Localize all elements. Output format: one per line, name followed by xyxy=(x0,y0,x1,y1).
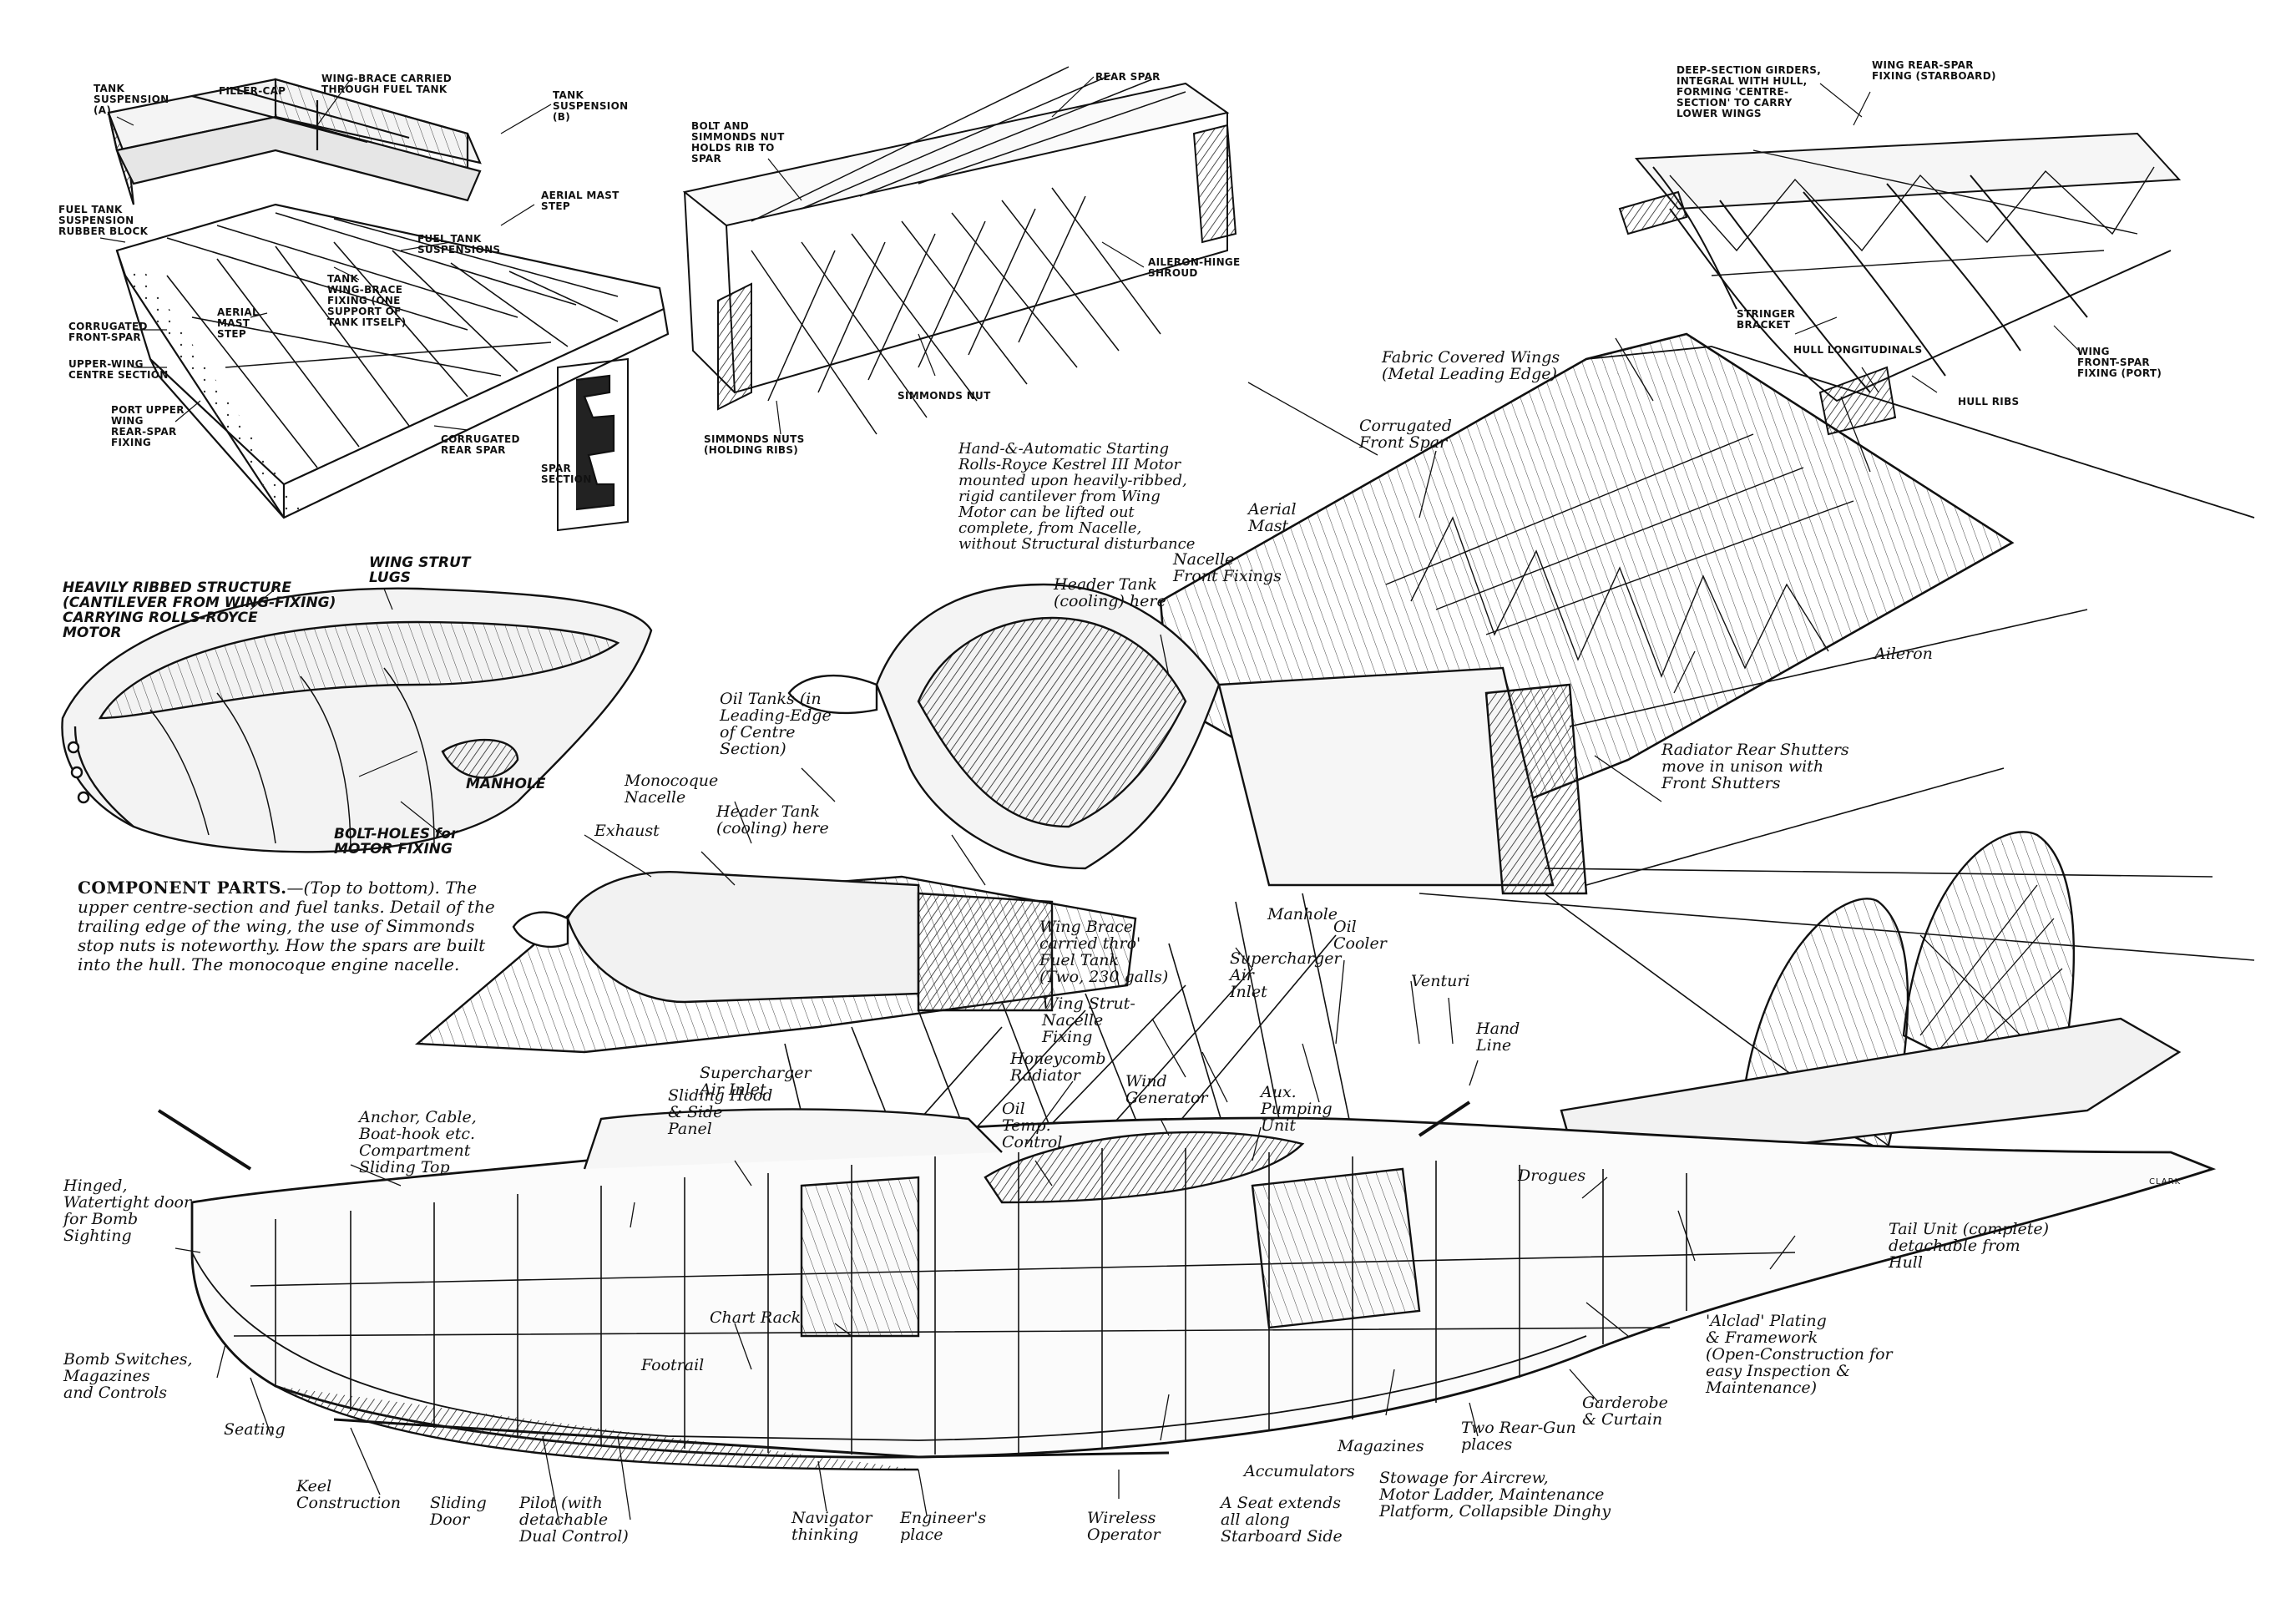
caption-text: —(Top to bottom). The upper centre-secti… xyxy=(78,878,495,974)
label-footrail: Footrail xyxy=(641,1356,705,1374)
label-oil-temp: Oil Temp. Control xyxy=(1002,1100,1063,1151)
caption-heading: COMPONENT PARTS. xyxy=(78,878,287,898)
nacelle-illustration xyxy=(61,587,653,853)
label-keel: Keel Construction xyxy=(296,1477,401,1512)
label-corrugated-rear-spar: CORRUGATED REAR SPAR xyxy=(441,433,520,456)
label-bolt-simmonds: BOLT AND SIMMONDS NUT HOLDS RIB TO SPAR xyxy=(691,120,785,164)
label-alclad: 'Alclad' Plating & Framework (Open-Const… xyxy=(1706,1312,1893,1397)
label-simmonds-nuts-ribs: SIMMONDS NUTS (HOLDING RIBS) xyxy=(704,433,805,456)
label-aux-pumping: Aux. Pumping Unit xyxy=(1261,1083,1333,1135)
artist-signature: CLARK xyxy=(2149,1177,2182,1187)
label-corrugated-front-spar-top: CORRUGATED FRONT-SPAR xyxy=(68,321,148,343)
label-fuel-tank-suspensions: FUEL TANK SUSPENSIONS xyxy=(417,233,501,256)
label-rear-spar: REAR SPAR xyxy=(1095,71,1161,83)
label-heavily-ribbed: HEAVILY RIBBED STRUCTURE (CANTILEVER FRO… xyxy=(63,579,336,641)
label-magazines: Magazines xyxy=(1338,1437,1424,1455)
trailing-edge-illustration xyxy=(682,66,1237,435)
label-bomb-switches: Bomb Switches, Magazines and Controls xyxy=(63,1350,193,1402)
label-header-tank-lower: Header Tank (cooling) here xyxy=(716,802,829,837)
label-deep-section: DEEP-SECTION GIRDERS, INTEGRAL WITH HULL… xyxy=(1676,64,1822,119)
label-aileron-hinge: AILERON-HINGE SHROUD xyxy=(1148,256,1241,279)
label-aerial-mast-step-top: AERIAL MAST STEP xyxy=(541,190,620,212)
label-engineers: Engineer's place xyxy=(900,1509,987,1544)
label-oil-tanks: Oil Tanks (in Leading-Edge of Centre Sec… xyxy=(720,690,832,758)
label-accumulators: Accumulators xyxy=(1244,1462,1355,1480)
label-honeycomb-radiator: Honeycomb Radiator xyxy=(1010,1050,1106,1085)
label-venturi: Venturi xyxy=(1411,972,1470,990)
label-garderobe: Garderobe & Curtain xyxy=(1582,1394,1668,1429)
label-hull-ribs: HULL RIBS xyxy=(1958,396,2020,407)
label-chart-rack: Chart Rack xyxy=(710,1308,802,1327)
label-tank-suspension-b: TANK SUSPENSION (B) xyxy=(553,89,629,123)
centre-section-illustration xyxy=(107,78,670,532)
label-wing-strut-nacelle: Wing Strut- Nacelle Fixing xyxy=(1042,994,1135,1046)
label-exhaust: Exhaust xyxy=(594,822,660,840)
label-wing-strut-lugs: WING STRUT LUGS xyxy=(369,554,471,586)
label-supercharger-inlet-left: Supercharger Air Inlet xyxy=(700,1064,812,1099)
label-simmonds-nut: SIMMONDS NUT xyxy=(898,390,991,402)
label-oil-cooler: Oil Cooler xyxy=(1333,918,1387,953)
main-aircraft-illustration xyxy=(157,332,2255,1471)
label-supercharger-inlet-right: Supercharger Air Inlet xyxy=(1230,949,1342,1001)
label-seat-extends: A Seat extends all along Starboard Side xyxy=(1221,1494,1343,1546)
label-corrugated-front-spar: Corrugated Front Spar xyxy=(1359,417,1452,452)
label-tank-wing-brace-fixing: TANK WING-BRACE FIXING (ONE SUPPORT OF T… xyxy=(327,273,407,328)
label-fuel-tank-rubber-block: FUEL TANK SUSPENSION RUBBER BLOCK xyxy=(58,204,149,237)
label-radiator-rear-shutters: Radiator Rear Shutters move in unison wi… xyxy=(1661,741,1849,792)
label-wing-rear-spar-stbd: WING REAR-SPAR FIXING (STARBOARD) xyxy=(1872,59,1996,82)
label-wing-brace-tank: Wing Brace carried thro' Fuel Tank (Two,… xyxy=(1039,918,1169,986)
label-filler-cap: FILLER-CAP xyxy=(219,85,286,97)
label-hull-longitudinals: HULL LONGITUDINALS xyxy=(1793,344,1923,356)
hull-girder-illustration xyxy=(1618,132,2182,436)
figure-caption: COMPONENT PARTS.—(Top to bottom). The up… xyxy=(78,878,512,974)
label-nacelle-front-fixings: Nacelle Front Fixings xyxy=(1173,550,1282,585)
label-aileron: Aileron xyxy=(1874,645,1933,663)
label-wing-brace-through-tank: WING-BRACE CARRIED THROUGH FUEL TANK xyxy=(321,73,453,95)
label-seating: Seating xyxy=(224,1420,286,1439)
label-aerial-mast: Aerial Mast xyxy=(1248,500,1297,535)
label-sliding-door: Sliding Door xyxy=(430,1494,487,1529)
label-two-rear-gun: Two Rear-Gun places xyxy=(1461,1419,1576,1454)
leader-lines xyxy=(174,337,1871,1525)
label-bolt-holes: BOLT-HOLES for MOTOR FIXING xyxy=(334,826,458,858)
leader-lines-details xyxy=(99,76,2080,836)
label-manhole: Manhole xyxy=(1267,905,1338,923)
label-drogues: Drogues xyxy=(1518,1166,1586,1185)
label-wing-front-spar-port: WING FRONT-SPAR FIXING (PORT) xyxy=(2077,346,2162,379)
label-aerial-mast-step: AERIAL MAST STEP xyxy=(217,306,259,340)
label-spar-section: SPAR SECTION xyxy=(541,463,592,485)
label-hand-line: Hand Line xyxy=(1476,1020,1520,1055)
label-wireless: Wireless Operator xyxy=(1087,1509,1161,1544)
label-manhole-top: MANHOLE xyxy=(466,776,546,792)
label-hand-automatic: Hand-&-Automatic Starting Rolls-Royce Ke… xyxy=(958,440,1196,553)
label-hinged-door: Hinged, Watertight door for Bomb Sightin… xyxy=(63,1176,192,1245)
label-tail-unit: Tail Unit (complete) detachable from Hul… xyxy=(1889,1220,2050,1272)
label-port-upper-wing: PORT UPPER WING REAR-SPAR FIXING xyxy=(111,404,185,448)
label-tank-suspension-a: TANK SUSPENSION (A) xyxy=(94,83,169,116)
label-navigator: Navigator thinking xyxy=(791,1509,872,1544)
label-fabric-wings: Fabric Covered Wings (Metal Leading Edge… xyxy=(1382,348,1560,383)
label-header-tank-top: Header Tank (cooling) here xyxy=(1054,575,1166,610)
label-upper-wing-centre: UPPER-WING CENTRE SECTION xyxy=(68,358,169,381)
label-monocoque-nacelle: Monocoque Nacelle xyxy=(625,772,719,807)
label-stringer-bracket: STRINGER BRACKET xyxy=(1737,308,1796,331)
label-stowage: Stowage for Aircrew, Motor Ladder, Maint… xyxy=(1379,1469,1611,1520)
label-wind-generator: Wind Generator xyxy=(1125,1072,1208,1107)
label-sliding-hood: Sliding Hood & Side Panel xyxy=(668,1086,773,1138)
label-pilot: Pilot (with detachable Dual Control) xyxy=(519,1494,629,1546)
label-anchor-cable: Anchor, Cable, Boat-hook etc. Compartmen… xyxy=(359,1108,477,1176)
